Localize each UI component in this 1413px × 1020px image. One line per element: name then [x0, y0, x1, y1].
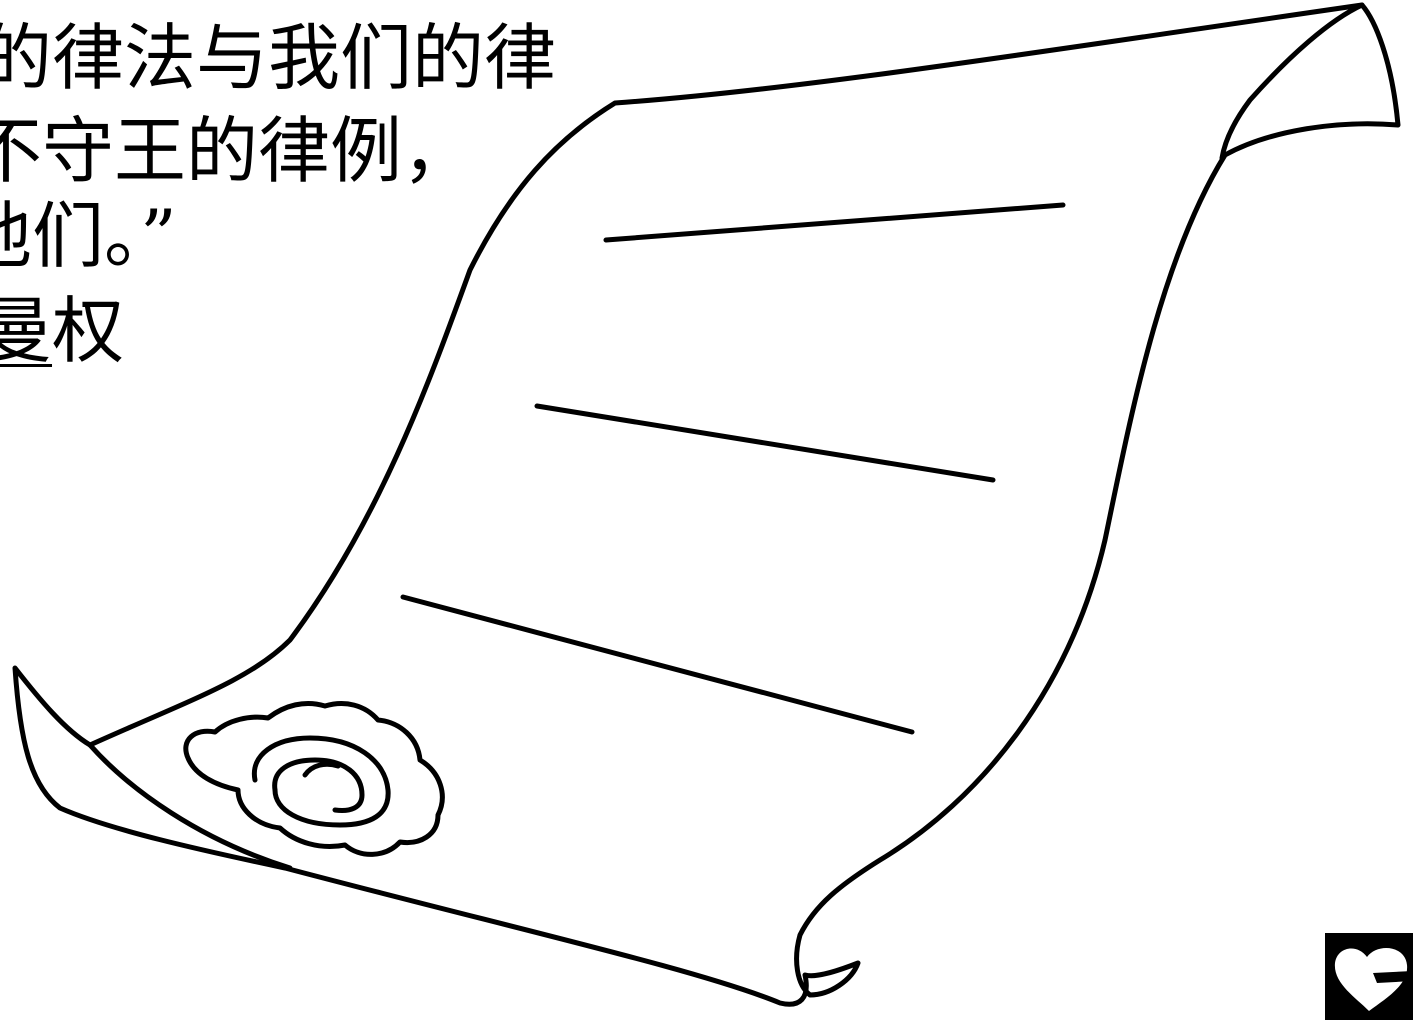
text-line-3: 他们。”: [0, 194, 177, 278]
scroll-rule-1: [603, 202, 1066, 243]
text-line-4-rest: 权: [52, 289, 125, 373]
text-line-2: 不守王的律例，: [0, 109, 475, 193]
heart-icon: [1325, 933, 1413, 1020]
text-line-5: 。: [0, 385, 32, 457]
scroll-body-outline: [12, 2, 1401, 1007]
text-line-4-underlined: 曼: [0, 289, 53, 373]
seal-icon: [183, 701, 445, 857]
text-line-1: 的律法与我们的律: [0, 16, 557, 100]
scroll-bottom-curl: [87, 742, 293, 871]
text-excerpt: 的律法与我们的律 不守王的律例， 他们。” 曼权 。: [0, 0, 620, 480]
text-line-4: 曼权: [0, 295, 124, 367]
scroll-rule-3: [400, 594, 915, 735]
scroll-rule-2: [534, 403, 996, 483]
heart-button[interactable]: [1325, 933, 1413, 1020]
scroll-top-curl: [1219, 2, 1365, 161]
